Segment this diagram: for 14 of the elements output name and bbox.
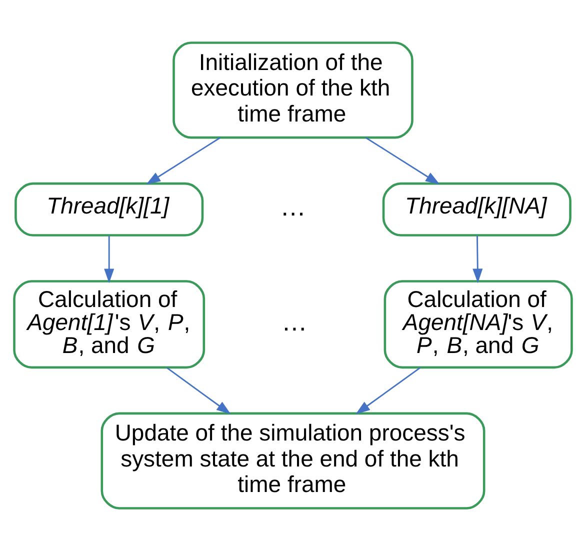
node-box: Calculation of Agent[NA]'s V, P, B, and G — [384, 280, 573, 368]
arrow — [365, 136, 440, 184]
node-box: Thread[k][NA] — [382, 182, 572, 236]
arrow — [104, 235, 114, 283]
label: … — [282, 308, 308, 336]
label: … — [280, 193, 306, 222]
arrow — [472, 235, 483, 283]
arrow — [356, 366, 421, 414]
arrow — [166, 366, 231, 414]
node-box: Update of the simulation process's system state at the end of the kth time frame — [100, 412, 486, 509]
node-box: Thread[k][1] — [14, 182, 204, 236]
node-box: Initialization of the execution of the kth time frame — [172, 41, 414, 138]
node-box: Calculation of Agent[1]'s V, P, B, and G — [13, 280, 206, 368]
arrow — [146, 136, 221, 184]
